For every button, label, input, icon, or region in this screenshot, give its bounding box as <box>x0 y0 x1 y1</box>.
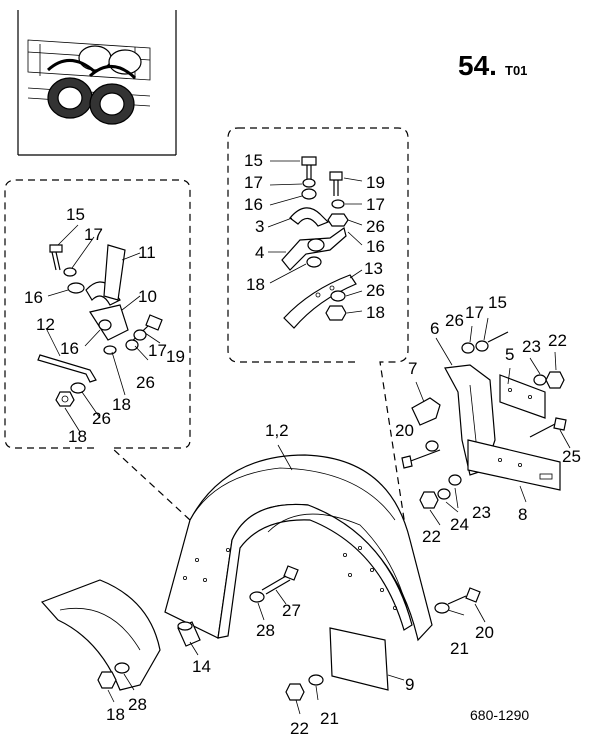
drawing-code: 680-1290 <box>470 707 529 723</box>
label-17-left: 17 <box>84 225 103 244</box>
label-7: 7 <box>408 359 417 378</box>
label-9: 9 <box>405 675 414 694</box>
label-19-box: 19 <box>366 173 385 192</box>
label-15-mount: 15 <box>488 293 507 312</box>
label-18-bottom: 18 <box>106 705 125 724</box>
label-28-bottom: 28 <box>128 695 147 714</box>
label-16-box: 16 <box>244 195 263 214</box>
label-15-left: 15 <box>66 205 85 224</box>
lower-parts <box>40 565 486 715</box>
detail-box-left <box>4 179 191 521</box>
left-box-parts <box>37 224 163 433</box>
label-18-box: 18 <box>246 275 265 294</box>
label-17-left-b: 17 <box>148 341 167 360</box>
label-12: 12 <box>36 315 55 334</box>
mudguard-assembly <box>164 444 433 642</box>
mount-bracket-parts <box>401 317 571 526</box>
label-21-bottom: 21 <box>320 709 339 728</box>
label-18-box-b: 18 <box>366 303 385 322</box>
label-22-bottom: 22 <box>290 719 309 738</box>
label-8: 8 <box>518 505 527 524</box>
label-28-mid: 28 <box>256 621 275 640</box>
label-17-mount: 17 <box>465 303 484 322</box>
label-6: 6 <box>430 319 439 338</box>
label-23-top: 23 <box>522 337 541 356</box>
page-suffix: T01 <box>505 63 527 78</box>
label-11: 11 <box>138 243 156 262</box>
label-13: 13 <box>364 259 383 278</box>
label-3: 3 <box>255 217 264 236</box>
detail-box-right <box>227 127 409 546</box>
label-27: 27 <box>282 601 301 620</box>
label-14: 14 <box>192 657 211 676</box>
label-15-box: 15 <box>244 151 263 170</box>
label-26-left: 26 <box>136 373 155 392</box>
label-19-left: 19 <box>166 347 185 366</box>
label-4: 4 <box>255 243 264 262</box>
label-10: 10 <box>138 287 157 306</box>
label-22-mount: 22 <box>422 527 441 546</box>
part-labels: 1,2 3 4 5 6 7 8 9 10 11 12 13 14 15 15 1… <box>24 151 581 738</box>
label-18-left-a: 18 <box>112 395 131 414</box>
label-26-mount: 26 <box>445 311 464 330</box>
label-5: 5 <box>505 345 514 364</box>
label-24: 24 <box>450 515 469 534</box>
right-box-parts <box>267 156 363 329</box>
locator-thumbnail <box>17 10 177 156</box>
label-16-left-b: 16 <box>60 339 79 358</box>
label-21-right: 21 <box>450 639 469 658</box>
label-25: 25 <box>562 447 581 466</box>
label-18-left-b: 18 <box>68 427 87 446</box>
label-23-low: 23 <box>472 503 491 522</box>
label-26-box-b: 26 <box>366 281 385 300</box>
label-22-top: 22 <box>548 331 567 350</box>
page-number: 54. <box>458 50 497 81</box>
label-1-2: 1,2 <box>265 421 289 440</box>
label-16-box-b: 16 <box>366 237 385 256</box>
label-20-lower: 20 <box>475 623 494 642</box>
label-17-box-b: 17 <box>366 195 385 214</box>
label-16-left-a: 16 <box>24 288 43 307</box>
label-17-box: 17 <box>244 173 263 192</box>
label-26-left-b: 26 <box>92 409 111 428</box>
label-20-mount: 20 <box>395 421 414 440</box>
label-26-box: 26 <box>366 217 385 236</box>
